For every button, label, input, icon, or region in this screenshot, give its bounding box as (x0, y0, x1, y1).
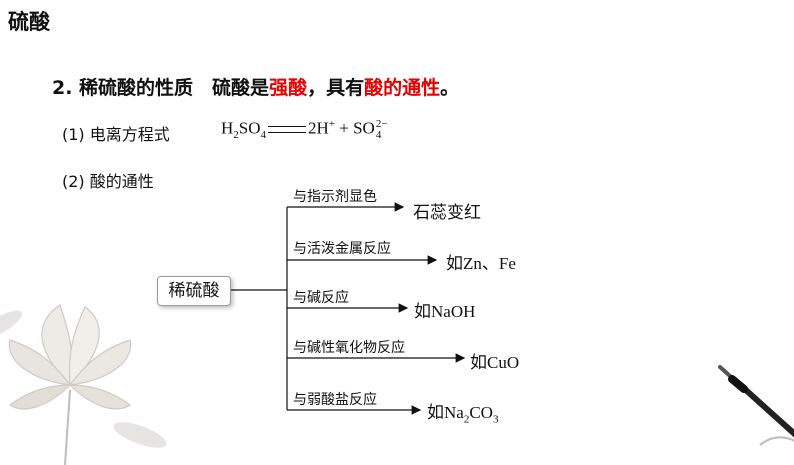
eq-2h: 2H (308, 118, 329, 138)
heading-suffix: 。 (440, 77, 460, 99)
heading-middle: ，具有 (307, 77, 365, 99)
branch-result: 石蕊变红 (413, 203, 481, 223)
branch-label: 与活泼金属反应 (293, 241, 391, 257)
result-formula: NaOH (431, 302, 476, 321)
result-prefix: 如 (427, 403, 444, 423)
item2-label: (2) 酸的通性 (62, 172, 154, 191)
result-formula: Na (444, 403, 464, 422)
dilute-sulfuric-acid-box: 稀硫酸 (157, 276, 231, 306)
page-title: 硫酸 (8, 10, 50, 34)
branch-label: 与指示剂显色 (293, 189, 377, 205)
branch-result: 如CuO (470, 348, 519, 373)
eq-h: H (221, 118, 234, 138)
branch-label: 与弱酸盐反应 (293, 392, 377, 408)
result-formula: CO (469, 403, 493, 422)
item1-label: (1) 电离方程式 (62, 125, 170, 144)
eq-sup-sub: 2−4 (375, 117, 388, 141)
ink-brush-decoration (718, 365, 794, 446)
eq-sub: 2 (233, 129, 239, 142)
lotus-flower-decoration (0, 304, 167, 465)
branch-label: 与碱性氧化物反应 (293, 340, 405, 356)
eq-so: SO (238, 118, 261, 138)
eq-sup: 2− (375, 117, 388, 130)
result-formula: CuO (487, 353, 520, 372)
branch-result: 如Zn、Fe (446, 249, 516, 274)
result-subscript: 3 (492, 413, 499, 426)
properties-diagram (231, 202, 466, 415)
result-subscript: 2 (463, 413, 470, 426)
equals-sign (268, 126, 307, 134)
branch-result: 如Na2CO3 (427, 398, 498, 425)
eq-sup: + (328, 118, 336, 130)
branch-label: 与碱反应 (293, 290, 349, 306)
result-prefix: 如 (470, 353, 487, 373)
branch-result: 如NaOH (414, 297, 475, 322)
result-prefix: 如 (414, 302, 431, 322)
heading-acid-properties: 酸的通性 (364, 77, 441, 99)
heading-strong-acid: 强酸 (269, 77, 308, 99)
eq-sub: 4 (375, 128, 382, 141)
heading-prefix: 2. 稀硫酸的性质 硫酸是 (52, 77, 270, 99)
eq-sub: 4 (260, 129, 267, 142)
section-heading: 2. 稀硫酸的性质 硫酸是强酸，具有酸的通性。 (52, 73, 459, 100)
eq-plus-so: + SO (335, 118, 375, 138)
result-prefix: 如 (446, 254, 463, 274)
result-formula: Zn、Fe (463, 254, 516, 273)
